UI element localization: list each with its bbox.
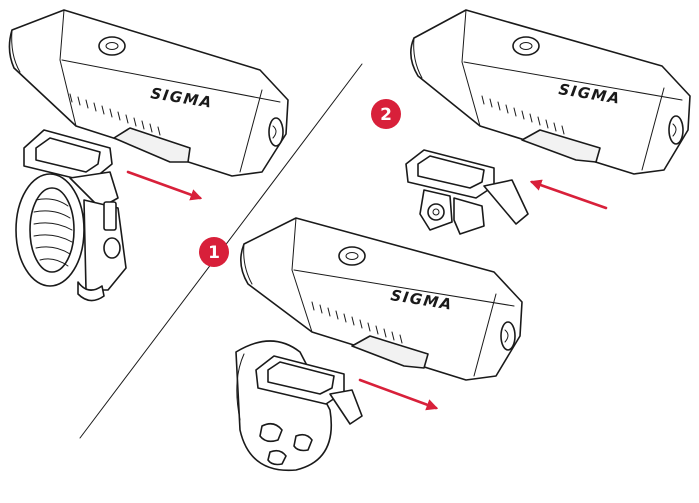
mount-slot (351, 335, 429, 369)
power-button-icon (338, 246, 366, 266)
step-badge-1: 1 (199, 237, 229, 267)
grip-grooves (69, 93, 161, 136)
handlebar-clamp-icon (15, 129, 127, 302)
light-unit-top-right: SIGMA (410, 9, 691, 175)
mount-slot (521, 129, 601, 163)
grip-grooves (311, 301, 403, 344)
light-unit-bottom: SIGMA (240, 217, 523, 381)
step-number: 1 (208, 243, 220, 263)
power-button-icon (98, 36, 126, 56)
direction-arrow-top-left (126, 170, 203, 201)
grip-grooves (481, 95, 565, 135)
direction-arrow-top-right (529, 179, 608, 210)
mount-slot (113, 127, 191, 163)
direction-arrow-bottom (358, 378, 439, 411)
gopro-mount-icon (405, 149, 529, 235)
step-badge-2: 2 (371, 99, 401, 129)
power-button-icon (512, 36, 540, 56)
step-number: 2 (380, 105, 392, 125)
light-unit-top-left: SIGMA (8, 9, 289, 177)
rubber-strap-mount-icon (235, 340, 363, 472)
